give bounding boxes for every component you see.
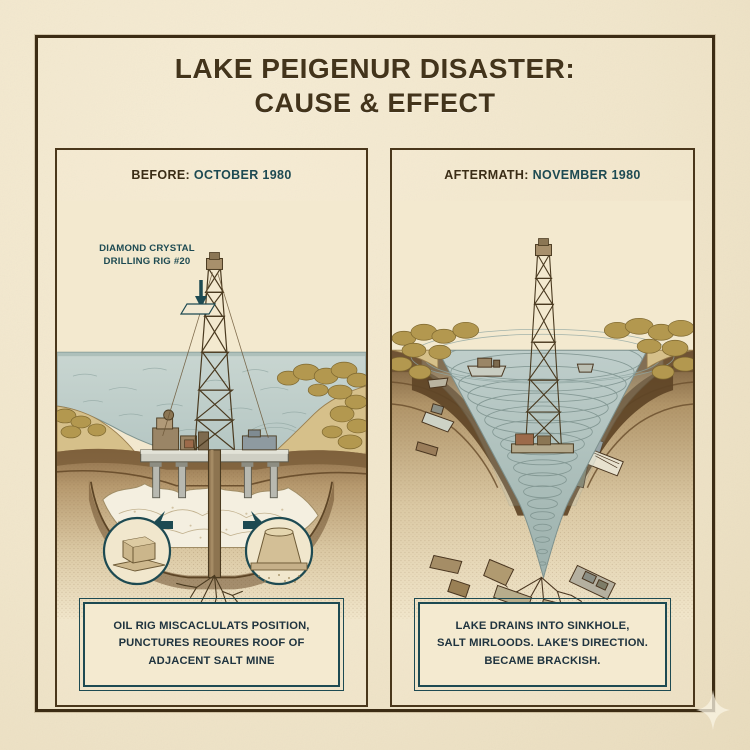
title-line-1: LAKE PEIGENUR DISASTER: (174, 53, 576, 84)
caption-after-line-1: LAKE DRAINS INTO SINKHOLE, (455, 619, 630, 632)
salt-block-icon (102, 516, 172, 586)
inset-arrow-right (243, 511, 265, 539)
title-line-2: CAUSE & EFFECT (254, 88, 496, 118)
panel-before-header-date: OCTOBER 1980 (193, 168, 292, 182)
panel-after: AFTERMATH: NOVEMBER 1980 (390, 148, 695, 707)
rig-callout-arrow (179, 280, 217, 315)
caption-before-line-3: ADJACENT SALT MINE (148, 654, 275, 667)
inset-arrow-left (151, 511, 173, 539)
panel-after-header-label: AFTERMATH: (444, 168, 529, 182)
panel-before-header-label: BEFORE: (131, 168, 191, 182)
panel-before: BEFORE: OCTOBER 1980 (55, 148, 368, 707)
panel-after-header: AFTERMATH: NOVEMBER 1980 (392, 168, 693, 182)
caption-before-line-1: OIL RIG MISCACLULATS POSITION, (113, 619, 310, 632)
rig-annotation: DIAMOND CRYSTAL DRILLING RIG #20 (77, 242, 217, 268)
inset-icon-group (102, 511, 314, 586)
panel-before-header: BEFORE: OCTOBER 1980 (57, 168, 366, 182)
page-title: LAKE PEIGENUR DISASTER: CAUSE & EFFECT (55, 52, 695, 120)
rig-annotation-line-1: DIAMOND CRYSTAL (99, 243, 195, 254)
scene-after (392, 200, 693, 620)
rig-annotation-line-2: DRILLING RIG #20 (103, 256, 191, 267)
panel-after-header-date: NOVEMBER 1980 (532, 168, 641, 182)
salt-dome-icon (244, 516, 314, 586)
caption-before-line-2: PUNCTURES REOURES ROOF OF (118, 637, 305, 649)
caption-after: LAKE DRAINS INTO SINKHOLE, SALT MIRLOODS… (414, 597, 671, 691)
caption-after-line-2: SALT MIRLOODS. LAKE'S DIRECTION. (436, 637, 649, 649)
caption-before: OIL RIG MISCACLULATS POSITION, PUNCTURES… (79, 597, 344, 691)
caption-after-line-3: BECAME BRACKISH. (484, 654, 601, 667)
poster-frame (35, 35, 715, 712)
